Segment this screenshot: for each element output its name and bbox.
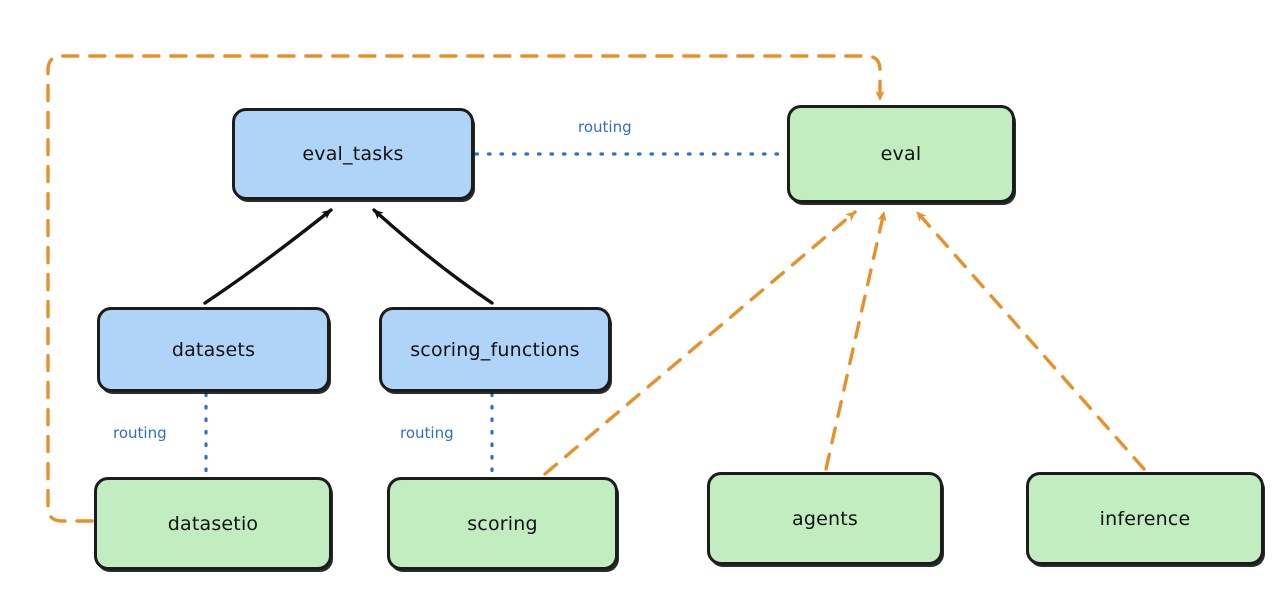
node-eval-tasks[interactable]: eval_tasks (232, 108, 474, 200)
node-scoring-functions[interactable]: scoring_functions (379, 307, 611, 392)
edge-datasets-to-eval-tasks (203, 208, 333, 305)
edge-label-routing-datasets: routing (113, 424, 167, 442)
node-label-scoring-functions: scoring_functions (410, 338, 580, 361)
edge-scoring-functions-to-eval-tasks (372, 208, 494, 305)
edge-label-routing-eval-tasks: routing (578, 118, 632, 136)
edge-inference-to-eval (915, 210, 1146, 471)
node-label-eval-tasks: eval_tasks (302, 143, 404, 165)
node-datasets[interactable]: datasets (97, 307, 330, 392)
edge-label-routing-scoring-functions: routing (400, 424, 454, 442)
node-inference[interactable]: inference (1026, 472, 1264, 565)
node-eval[interactable]: eval (787, 105, 1015, 203)
node-label-datasetio: datasetio (167, 512, 259, 535)
node-scoring[interactable]: scoring (387, 477, 618, 570)
node-datasetio[interactable]: datasetio (94, 477, 332, 570)
node-label-agents: agents (792, 507, 858, 530)
node-agents[interactable]: agents (707, 472, 943, 565)
node-label-inference: inference (1099, 507, 1191, 530)
node-label-datasets: datasets (171, 338, 256, 361)
edge-agents-to-eval (824, 210, 887, 471)
node-label-eval: eval (880, 143, 922, 165)
node-label-scoring: scoring (467, 512, 538, 535)
